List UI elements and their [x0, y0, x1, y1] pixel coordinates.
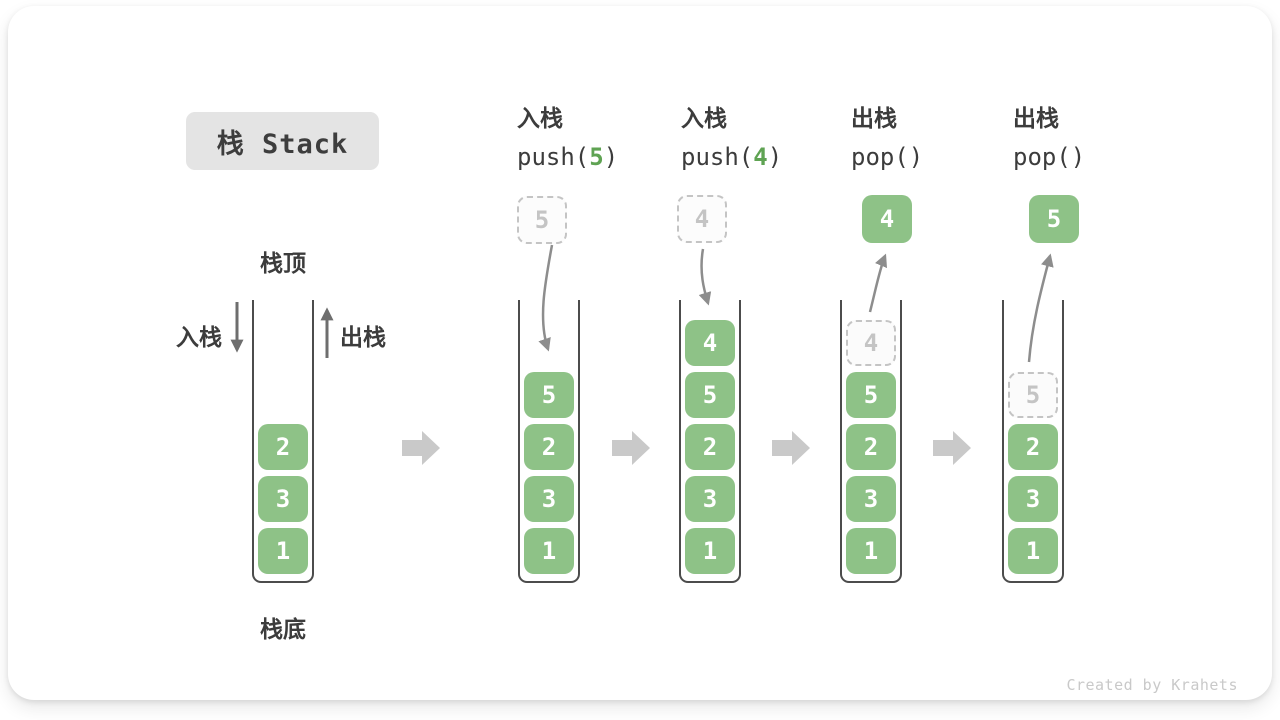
code-fn: pop( — [1013, 143, 1071, 171]
op-header-pop-first: 出栈 pop() — [851, 105, 923, 170]
stack-item-ghost: 5 — [1008, 372, 1058, 418]
stack-after-push-5: 5 2 3 1 — [518, 300, 580, 583]
op-label: 入栈 — [681, 105, 727, 131]
code-close: ) — [908, 143, 924, 171]
step-arrow-icon — [402, 431, 440, 465]
op-label: 出栈 — [1013, 105, 1059, 131]
stack-item: 2 — [685, 424, 735, 470]
stack-after-pop-4: 4 5 2 3 1 — [840, 300, 902, 583]
stack-item: 3 — [258, 476, 308, 522]
push-side-label: 入栈 — [176, 324, 222, 350]
stack-item: 4 — [685, 320, 735, 366]
stack-item: 5 — [846, 372, 896, 418]
step-arrow-icon — [772, 431, 810, 465]
stack-item: 2 — [1008, 424, 1058, 470]
stack-after-pop-5: 5 2 3 1 — [1002, 300, 1064, 583]
watermark: Created by Krahets — [1066, 676, 1238, 694]
code-close: ) — [603, 143, 619, 171]
stack-initial: 2 3 1 — [252, 300, 314, 583]
code-close: ) — [1070, 143, 1086, 171]
push-4-arrow-icon — [698, 248, 712, 306]
stack-item: 3 — [846, 476, 896, 522]
op-code: pop() — [851, 144, 923, 170]
code-close: ) — [767, 143, 783, 171]
op-header-push-5: 入栈 push(5) — [517, 105, 618, 170]
stack-item: 2 — [524, 424, 574, 470]
stack-item: 5 — [685, 372, 735, 418]
op-code: pop() — [1013, 144, 1085, 170]
stack-item: 1 — [846, 528, 896, 574]
step-arrow-icon — [612, 431, 650, 465]
stack-item: 1 — [685, 528, 735, 574]
incoming-element-5: 5 — [517, 196, 567, 244]
stack-item: 3 — [524, 476, 574, 522]
code-fn: pop( — [851, 143, 909, 171]
op-code: push(5) — [517, 144, 618, 170]
pop-side-label: 出栈 — [340, 324, 386, 350]
stack-item: 2 — [258, 424, 308, 470]
popped-element-5: 5 — [1029, 195, 1079, 243]
code-fn: push( — [681, 143, 754, 171]
stack-bottom-label: 栈底 — [260, 616, 306, 642]
op-code: push(4) — [681, 144, 782, 170]
stack-item: 5 — [524, 372, 574, 418]
step-arrow-icon — [933, 431, 971, 465]
stack-top-label: 栈顶 — [260, 250, 306, 276]
diagram-title-box: 栈 Stack — [186, 112, 379, 170]
popped-element-4: 4 — [862, 195, 912, 243]
stack-item: 1 — [524, 528, 574, 574]
code-fn: push( — [517, 143, 590, 171]
op-label: 入栈 — [517, 105, 563, 131]
op-header-push-4: 入栈 push(4) — [681, 105, 782, 170]
diagram-title: 栈 Stack — [216, 128, 349, 160]
code-arg: 5 — [589, 143, 604, 171]
op-header-pop-second: 出栈 pop() — [1013, 105, 1085, 170]
stack-item: 3 — [685, 476, 735, 522]
stack-item: 3 — [1008, 476, 1058, 522]
incoming-element-4: 4 — [677, 195, 727, 243]
stack-item: 2 — [846, 424, 896, 470]
code-arg: 4 — [753, 143, 768, 171]
stack-item-ghost: 4 — [846, 320, 896, 366]
stack-after-push-4: 4 5 2 3 1 — [679, 300, 741, 583]
stack-item: 1 — [258, 528, 308, 574]
op-label: 出栈 — [851, 105, 897, 131]
stack-item: 1 — [1008, 528, 1058, 574]
